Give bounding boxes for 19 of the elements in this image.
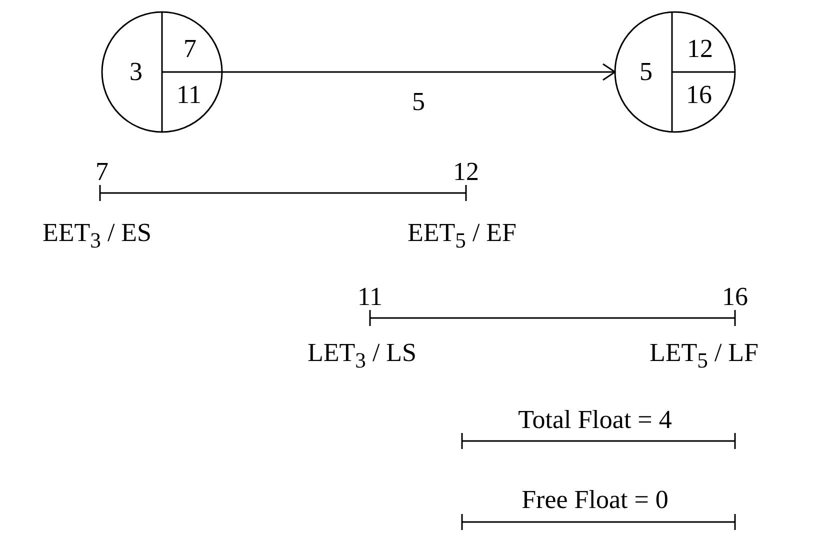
event-number: 7 <box>184 36 196 62</box>
event-circle <box>613 10 737 134</box>
event-circle <box>100 10 224 134</box>
event-number: 5 <box>640 59 652 85</box>
event-number: 3 <box>130 59 142 85</box>
time-value: 11 <box>357 284 383 310</box>
time-value: 16 <box>722 284 748 310</box>
time-label: LET$_{5}$ / LF <box>649 340 759 372</box>
float-label: Free Float = 0 <box>522 487 668 513</box>
time-label: LET$_{3}$ / LS <box>307 340 417 372</box>
arrow <box>222 63 616 81</box>
time-label: EET$_{5}$ / EF <box>407 220 517 252</box>
time-label: EET$_{3}$ / ES <box>42 220 152 252</box>
event-number: 12 <box>687 36 713 62</box>
event-number: 11 <box>176 82 202 108</box>
time-value: 12 <box>453 159 479 185</box>
event-number: 16 <box>686 82 712 108</box>
float-label: Total Float = 4 <box>518 407 672 433</box>
time-value: 7 <box>96 159 108 185</box>
